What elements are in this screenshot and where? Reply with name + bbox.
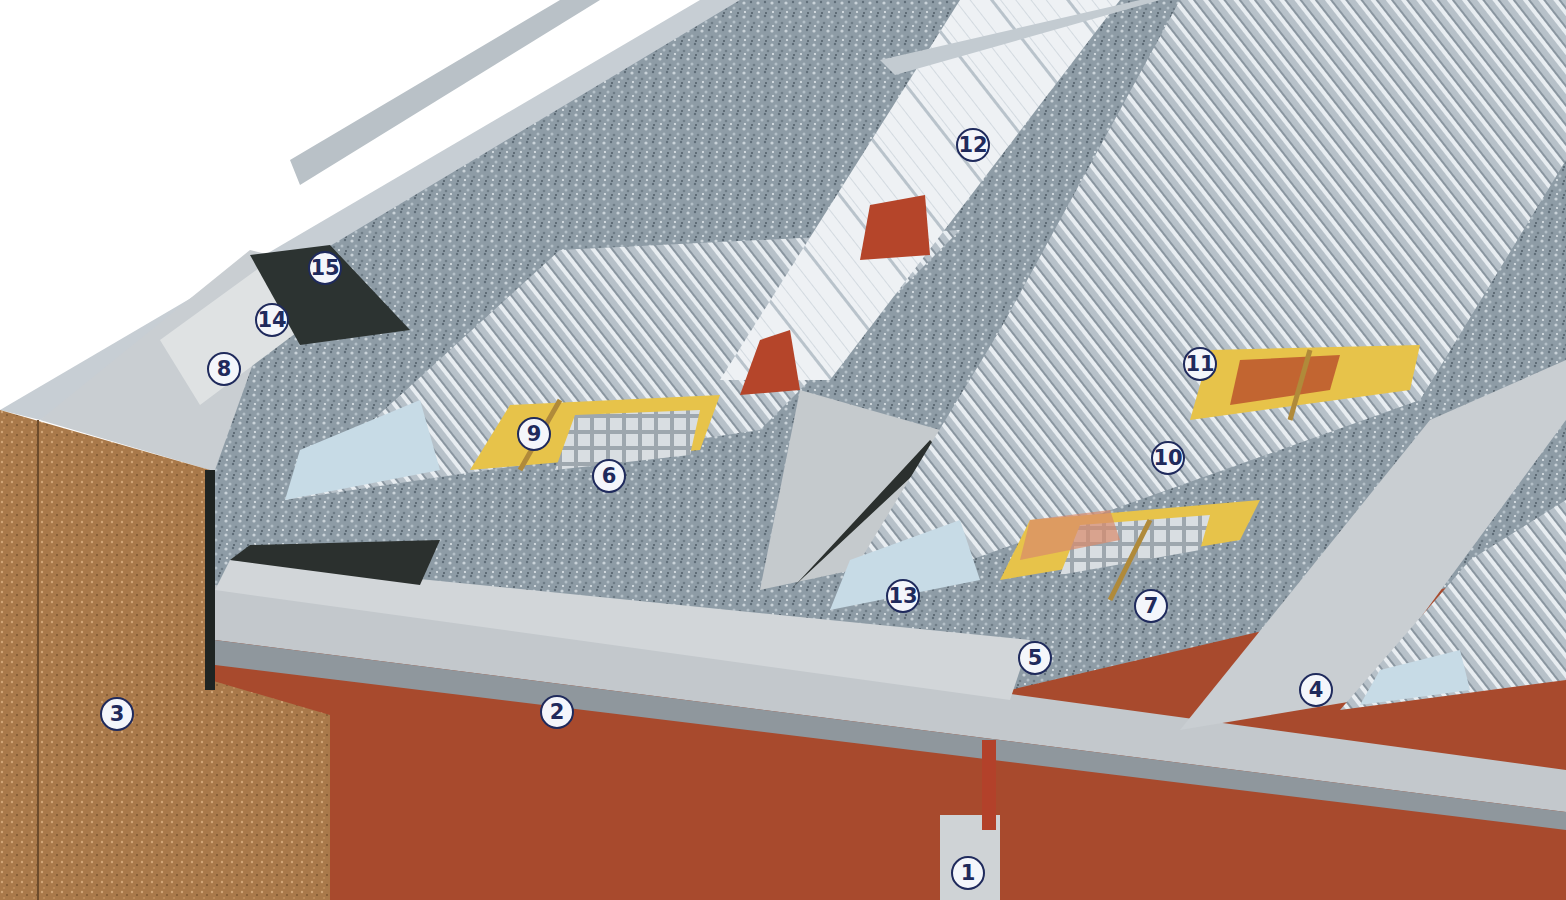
- callout-number: 12: [956, 128, 990, 162]
- callout-number: 3: [100, 697, 134, 731]
- callout-number: 5: [1018, 641, 1052, 675]
- callout-number: 8: [207, 352, 241, 386]
- callout-number: 2: [540, 695, 574, 729]
- callout-number: 13: [886, 579, 920, 613]
- callout-number: 11: [1183, 347, 1217, 381]
- callout-number: 9: [517, 417, 551, 451]
- callout-number: 14: [255, 303, 289, 337]
- callout-number: 7: [1134, 589, 1168, 623]
- callout-number: 6: [592, 459, 626, 493]
- callout-number: 10: [1151, 441, 1185, 475]
- callout-number: 4: [1299, 673, 1333, 707]
- callout-number: 15: [308, 251, 342, 285]
- callout-number: 1: [951, 856, 985, 890]
